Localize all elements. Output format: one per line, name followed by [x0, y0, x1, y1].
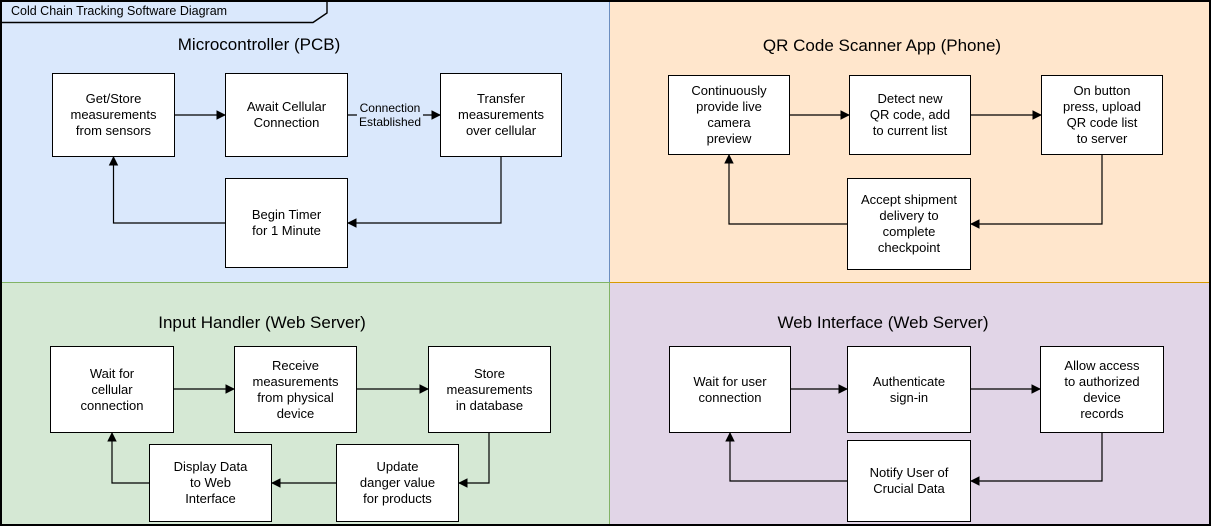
node-upload-qr-list: On button press, upload QR code list to …: [1041, 75, 1163, 155]
quadrant-title-web-interface: Web Interface (Web Server): [777, 313, 989, 332]
quadrant-title-microcontroller: Microcontroller (PCB): [177, 35, 341, 54]
node-wait-cellular-connection: Wait for cellular connection: [50, 346, 174, 433]
quadrant-title-input-handler: Input Handler (Web Server): [158, 313, 366, 332]
node-begin-timer: Begin Timer for 1 Minute: [225, 178, 348, 268]
node-camera-preview: Continuously provide live camera preview: [668, 75, 790, 155]
node-get-store-measurements: Get/Store measurements from sensors: [52, 73, 175, 157]
node-detect-qr-code: Detect new QR code, add to current list: [849, 75, 971, 155]
node-allow-access-records: Allow access to authorized device record…: [1040, 346, 1164, 433]
node-wait-user-connection: Wait for user connection: [669, 346, 791, 433]
frame-title: Cold Chain Tracking Software Diagram: [11, 4, 228, 18]
node-update-danger-value: Update danger value for products: [336, 444, 459, 522]
node-display-data-web: Display Data to Web Interface: [149, 444, 272, 522]
node-receive-measurements: Receive measurements from physical devic…: [234, 346, 357, 433]
node-transfer-measurements: Transfer measurements over cellular: [440, 73, 562, 157]
node-notify-user-crucial-data: Notify User of Crucial Data: [847, 440, 971, 522]
node-authenticate-sign-in: Authenticate sign-in: [847, 346, 971, 433]
node-store-measurements-db: Store measurements in database: [428, 346, 551, 433]
node-await-cellular-connection: Await Cellular Connection: [225, 73, 348, 157]
node-accept-shipment: Accept shipment delivery to complete che…: [847, 178, 971, 270]
edge-label-connection-established: Connection Established: [356, 101, 424, 129]
quadrant-title-qr-scanner-app: QR Code Scanner App (Phone): [762, 36, 1002, 55]
